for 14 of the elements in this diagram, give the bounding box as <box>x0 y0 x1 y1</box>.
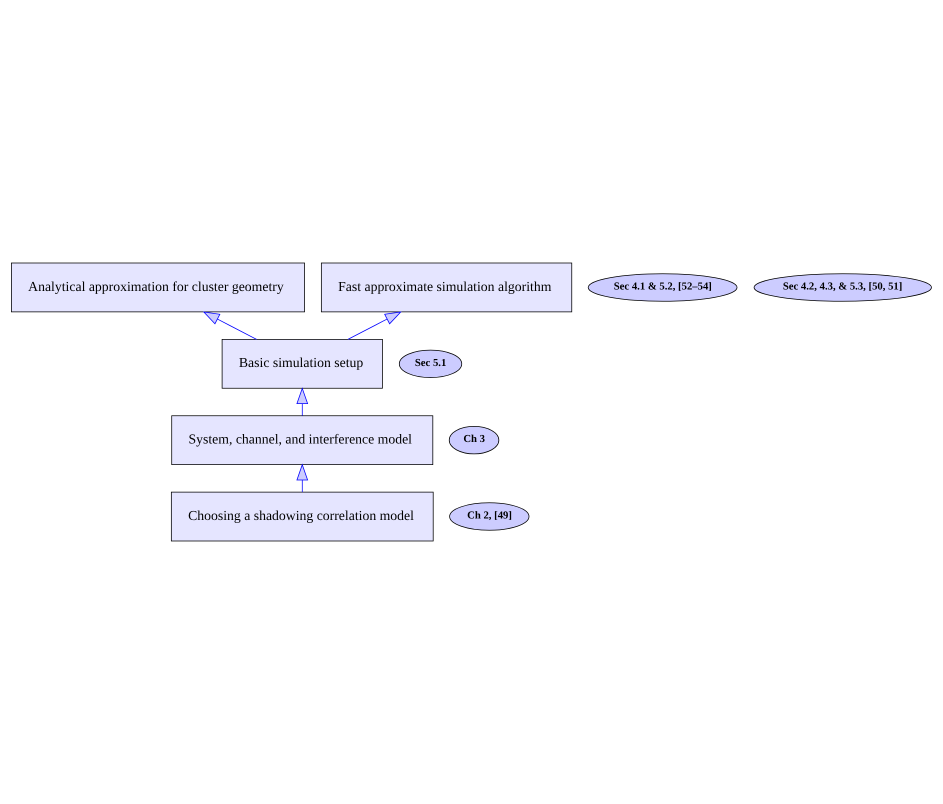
node-box: Basic simulation setup <box>222 339 383 389</box>
node-ellipse: Sec 4.2, 4.3, & 5.3, [50, 51] <box>754 273 932 302</box>
node-ellipse: Sec 4.1 & 5.2, [52–54] <box>588 273 738 302</box>
arrow <box>296 464 308 492</box>
node-box: Analytical approximation for cluster geometry <box>11 262 305 312</box>
node-box: System, channel, and interference model <box>171 415 434 465</box>
node-ellipse: Ch 3 <box>448 426 500 454</box>
node-ellipse: Sec 5.1 <box>398 350 462 378</box>
node-box: Fast approximate simulation algorithm <box>320 262 572 312</box>
arrow <box>348 311 402 340</box>
node-box: Choosing a shadowing correlation model <box>170 492 434 542</box>
arrow <box>202 311 257 340</box>
node-ellipse: Ch 2, [49] <box>449 502 530 531</box>
arrow <box>296 387 308 416</box>
